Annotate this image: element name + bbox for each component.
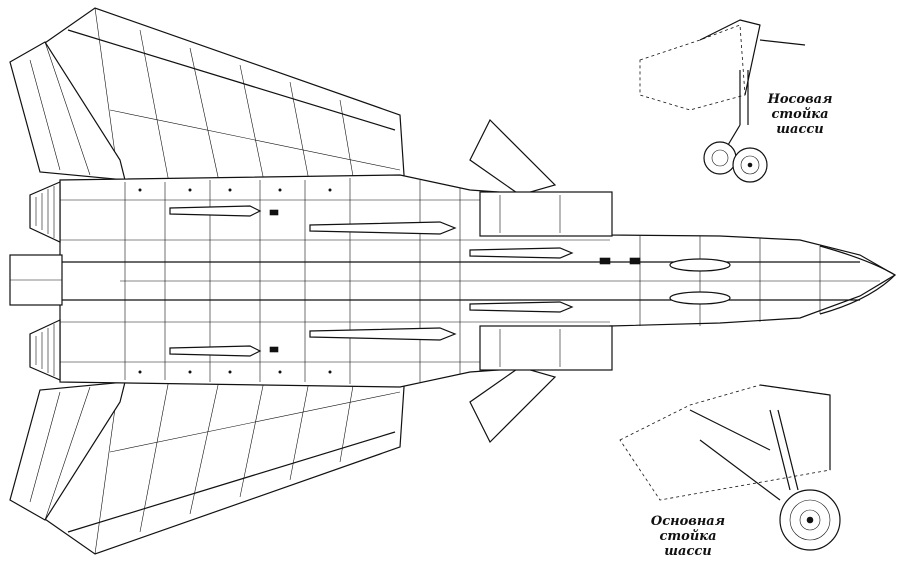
nose-gear-caption-line-3: шасси (776, 122, 824, 137)
nose-gear-illustration (639, 19, 806, 183)
upper-stabilizer (9, 41, 126, 181)
rivet-details (138, 188, 641, 374)
fuselage (59, 174, 897, 388)
main-gear-illustration (619, 384, 841, 551)
main-gear-caption-line-2: стойка (659, 529, 717, 544)
nose-gear-caption-line-1: Носовая (767, 92, 833, 107)
glove-vanes (469, 118, 557, 444)
main-gear-caption-line-1: Основная (650, 514, 726, 529)
nose-gear-caption: Носовая стойка шасси (760, 92, 840, 137)
missiles (169, 205, 731, 357)
lower-stabilizer (9, 381, 126, 521)
main-gear-caption: Основная стойка шасси (648, 514, 728, 559)
nose-gear-caption-line-2: стойка (771, 107, 829, 122)
engine-nozzles (9, 181, 63, 381)
main-gear-caption-line-3: шасси (664, 544, 712, 559)
